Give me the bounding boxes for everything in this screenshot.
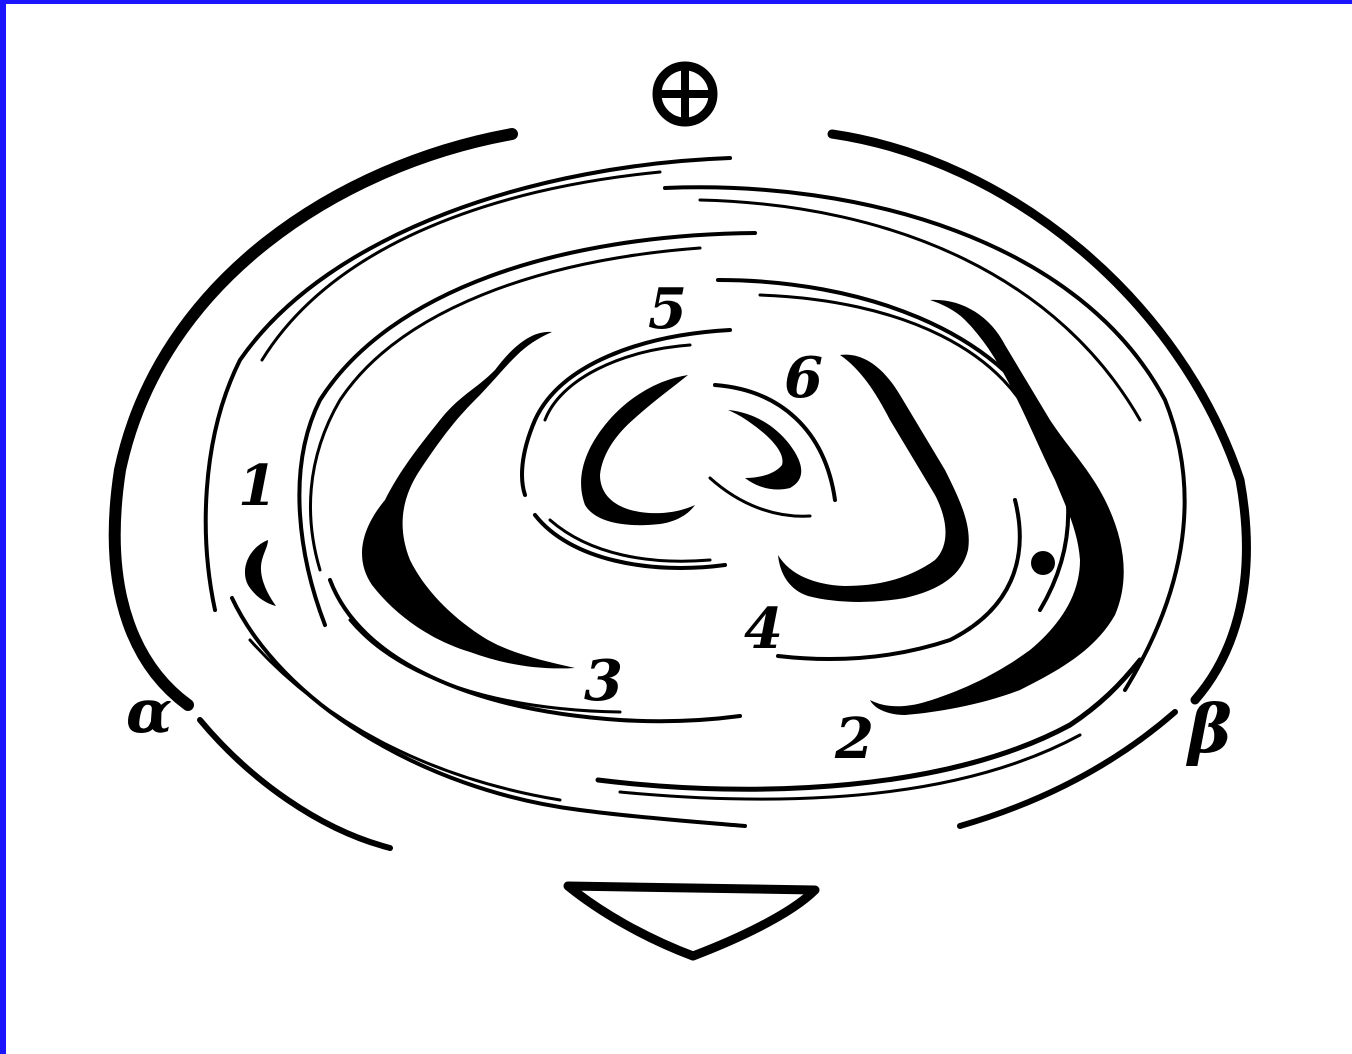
label-3: 3 [584,648,623,714]
label-alpha: α [126,677,172,747]
label-4: 4 [744,596,783,662]
triangle-icon [568,886,815,956]
label-6: 6 [784,345,823,411]
inner-crescent-mark [728,410,801,490]
label-1: 1 [238,453,277,519]
feature-6-loop-mark [581,375,695,525]
second-ring [206,158,1185,826]
label-beta: β [1185,690,1232,768]
feature-3-mark [362,332,575,669]
label-5: 5 [648,276,687,342]
feature-1-mark [245,540,276,606]
earth-cross-icon [657,66,713,122]
label-2: 2 [834,706,874,772]
small-dot-mark [1031,551,1055,575]
